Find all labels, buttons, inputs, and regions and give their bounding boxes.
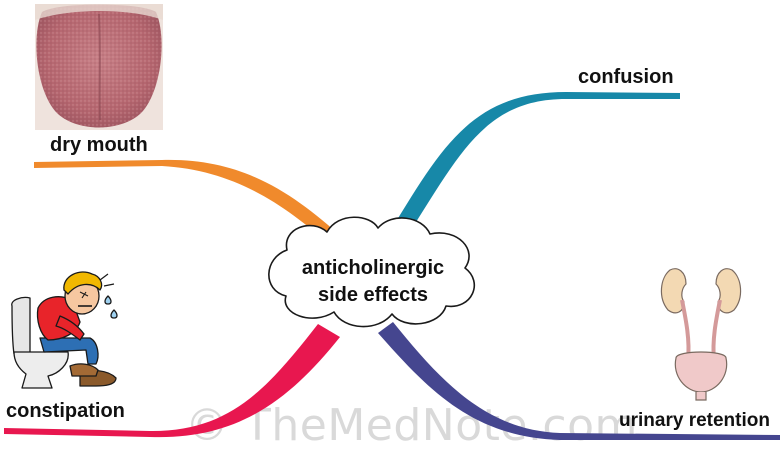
urinary-tract-kidneys-bladder-icon (655, 262, 747, 402)
center-topic-line-2: side effects (317, 284, 429, 306)
label-urinary-retention: urinary retention (619, 410, 770, 431)
center-topic-line-1: anticholinergic (301, 257, 445, 279)
label-dry-mouth: dry mouth (50, 134, 148, 156)
branch-urinary-retention (378, 322, 780, 440)
label-constipation: constipation (6, 400, 125, 422)
label-confusion: confusion (578, 66, 674, 88)
branch-dry-mouth (34, 159, 345, 247)
center-topic: anticholinergic side effects (282, 255, 464, 309)
straining-man-on-toilet-cartoon-icon (9, 268, 129, 392)
dry-tongue-photo-icon (35, 4, 163, 130)
branch-constipation (4, 324, 340, 438)
branch-confusion (386, 92, 680, 244)
center-cloud (268, 216, 476, 328)
